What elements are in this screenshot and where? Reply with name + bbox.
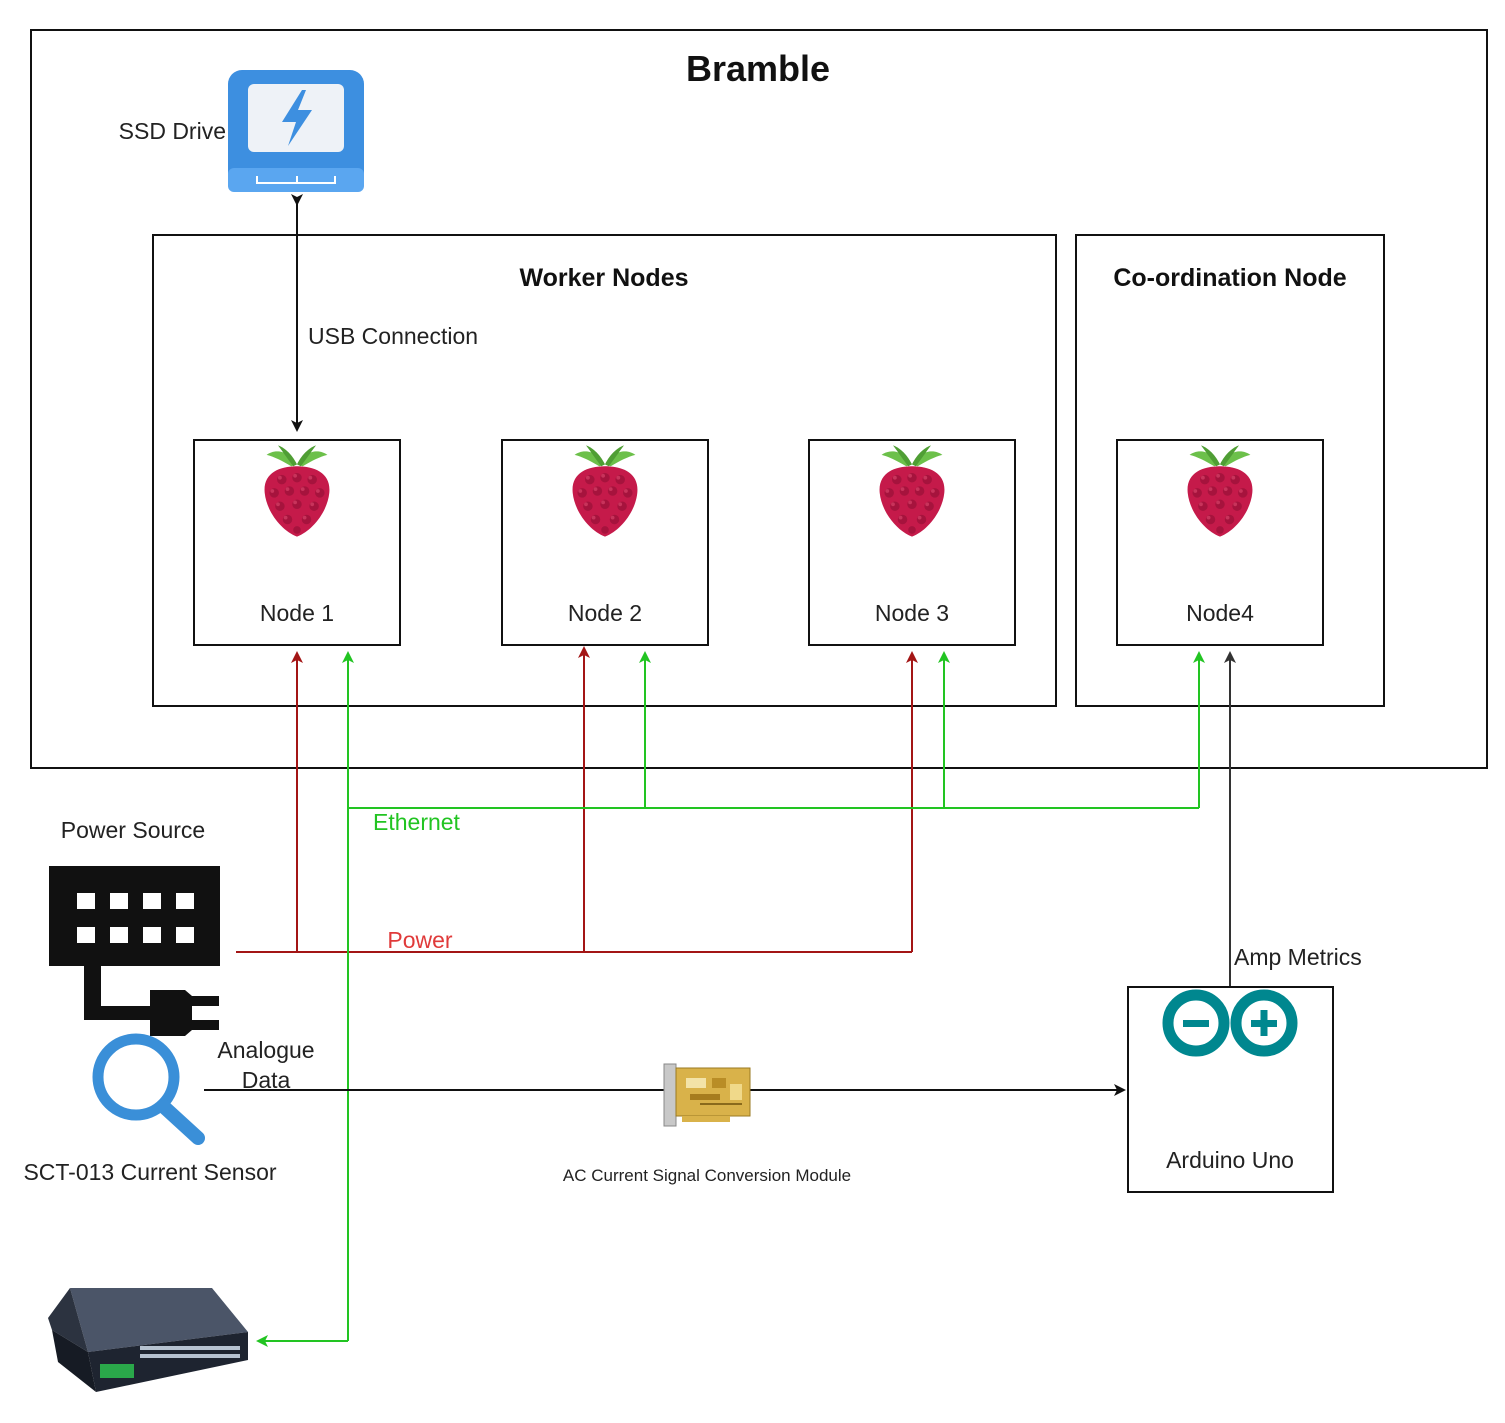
node-label: Node 1	[260, 600, 334, 626]
worker-nodes-group	[152, 234, 1057, 707]
bramble-container	[30, 29, 1488, 769]
power-source-icon	[49, 866, 220, 1036]
power-label: Power	[387, 927, 453, 953]
node-4: Node4	[1116, 439, 1324, 646]
power-lines	[236, 646, 918, 953]
bramble-title: Bramble	[686, 48, 830, 89]
ssd-drive-icon	[228, 70, 364, 192]
magnifier-sensor-icon	[92, 1033, 205, 1145]
arduino-logo-icon	[1162, 989, 1298, 1057]
arduino-uno: Arduino Uno	[1127, 986, 1334, 1193]
network-switch-icon	[48, 1288, 248, 1392]
node-3: Node 3	[808, 439, 1016, 646]
amp-metrics-label: Amp Metrics	[1234, 944, 1362, 970]
sensor-label: SCT-013 Current Sensor	[23, 1159, 276, 1185]
ethernet-lines	[256, 651, 1205, 1347]
worker-nodes-title: Worker Nodes	[519, 264, 688, 292]
node-1: Node 1	[193, 439, 401, 646]
node-2: Node 2	[501, 439, 709, 646]
node-label: Node 3	[875, 600, 949, 626]
node-label: Node 2	[568, 600, 642, 626]
power-source-label: Power Source	[61, 817, 205, 843]
converter-label: AC Current Signal Conversion Module	[563, 1166, 851, 1185]
usb-connection-label: USB Connection	[308, 323, 478, 349]
analogue-label-line2: Data	[242, 1067, 291, 1093]
node-label: Node4	[1186, 600, 1254, 626]
circuit-board-icon	[663, 1063, 751, 1127]
ethernet-label: Ethernet	[373, 809, 461, 835]
ssd-label: SSD Drive	[119, 118, 226, 144]
coordination-node-title: Co-ordination Node	[1113, 264, 1346, 292]
analogue-label-line1: Analogue	[217, 1037, 314, 1063]
arduino-label: Arduino Uno	[1166, 1147, 1294, 1173]
